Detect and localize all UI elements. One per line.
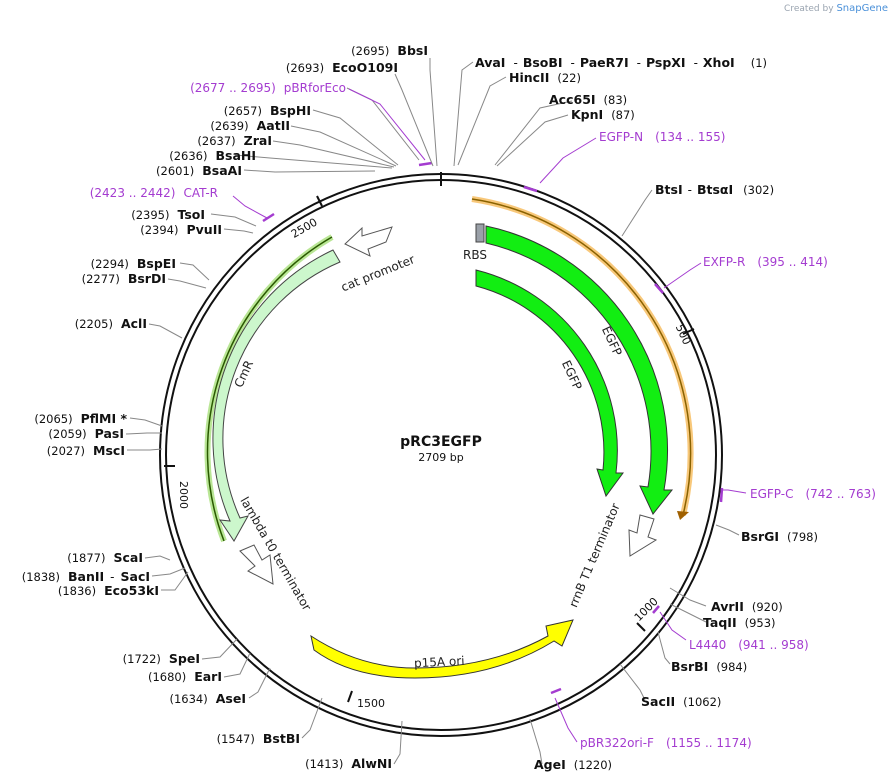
primer-l4440: L4440(941 .. 958) <box>689 638 809 652</box>
site-hincii: HincII(22) <box>509 70 581 85</box>
site-acc65i: Acc65I(83) <box>549 92 627 107</box>
site-avai-group: AvaI-BsoBI-PaeR7I-PspXI-XhoI(1) <box>475 55 767 70</box>
site-sacii: SacII(1062) <box>641 694 721 709</box>
p15a-ori-arrow <box>310 619 574 679</box>
site-bsphi: (2657)BspHI <box>224 103 311 118</box>
site-bsrdi: (2277)BsrDI <box>82 271 166 286</box>
site-alwni: (1413)AlwNI <box>305 756 392 771</box>
snapgene-brand: Created by SnapGene <box>784 3 888 14</box>
site-tsoi: (2395)TsoI <box>131 207 205 222</box>
site-spei: (1722)SpeI <box>123 651 200 666</box>
site-avrii: AvrII(920) <box>711 599 783 614</box>
orange-arc-line <box>471 198 692 516</box>
rrnb-arrow <box>628 514 658 557</box>
primer-bars <box>262 161 724 695</box>
tick-marks <box>164 195 695 703</box>
rbs-label: RBS <box>463 248 487 262</box>
primer-catr: (2423 .. 2442)CAT-R <box>90 186 218 200</box>
site-bsaai: (2601)BsaAI <box>156 163 242 178</box>
egfp-arrow-outer <box>485 225 674 515</box>
primer-leader-lines <box>232 88 747 743</box>
primer-egfpc: EGFP-C(742 .. 763) <box>750 487 876 501</box>
site-eco0109i: (2693)EcoO109I <box>286 60 398 75</box>
primer-egfpn: EGFP-N(134 .. 155) <box>599 130 726 144</box>
tick-label-1500: 1500 <box>357 697 385 710</box>
rrnb-label: rrnB T1 terminator <box>566 501 623 609</box>
site-agei: AgeI(1220) <box>534 757 612 772</box>
primer-pbr322: pBR322ori-F(1155 .. 1174) <box>580 736 752 750</box>
site-bspei: (2294)BspEI <box>91 256 176 271</box>
site-pvuii: (2394)PvuII <box>140 222 222 237</box>
site-asei: (1634)AseI <box>170 691 247 706</box>
orange-arrowhead <box>677 511 689 520</box>
site-bstbi: (1547)BstBI <box>217 731 300 746</box>
site-bsrgi: BsrGI(798) <box>741 529 818 544</box>
lambda-arrow <box>239 544 274 585</box>
site-scai: (1877)ScaI <box>67 550 143 565</box>
rbs-box <box>475 223 485 243</box>
site-btsi: BtsI-BtsαI(302) <box>655 182 774 197</box>
site-bsahi: (2636)BsaHI <box>169 148 256 163</box>
plasmid-size: 2709 bp <box>418 451 463 464</box>
site-kpni: KpnI(87) <box>571 107 635 122</box>
site-msci: (2027)MscI <box>47 443 125 458</box>
brand-name: SnapGene <box>836 3 888 14</box>
tick-label-2000: 2000 <box>177 481 190 509</box>
site-aatii: (2639)AatII <box>210 118 290 133</box>
primer-pbrforeco: (2677 .. 2695)pBRforEco <box>190 81 346 95</box>
site-bbsi: (2695)BbsI <box>351 43 428 58</box>
p15a-label: p15A ori <box>414 654 465 671</box>
site-eco53ki: (1836)Eco53kI <box>58 583 159 598</box>
site-bsrbi: BsrBI(984) <box>671 659 747 674</box>
site-banii: (1838)BanII-SacI <box>22 569 150 584</box>
site-pasi: (2059)PasI <box>48 426 124 441</box>
site-eari: (1680)EarI <box>148 669 222 684</box>
cmr-arrow <box>212 249 341 542</box>
site-zrai: (2637)ZraI <box>197 133 272 148</box>
site-acli: (2205)AclI <box>75 316 147 331</box>
cat-promoter-arrow <box>344 226 393 257</box>
tick-label-2500: 2500 <box>289 216 320 241</box>
primer-exfpr: EXFP-R(395 .. 414) <box>703 255 828 269</box>
site-pflmi: (2065)PflMI * <box>34 411 127 426</box>
green-arc-line <box>206 236 333 542</box>
egfp-arrow-inner <box>475 269 624 498</box>
plasmid-name: pRC3EGFP <box>400 434 482 450</box>
site-taqii: TaqII(953) <box>703 615 776 630</box>
cat-promoter-label: cat promoter <box>339 252 417 294</box>
brand-prefix: Created by <box>784 4 834 14</box>
